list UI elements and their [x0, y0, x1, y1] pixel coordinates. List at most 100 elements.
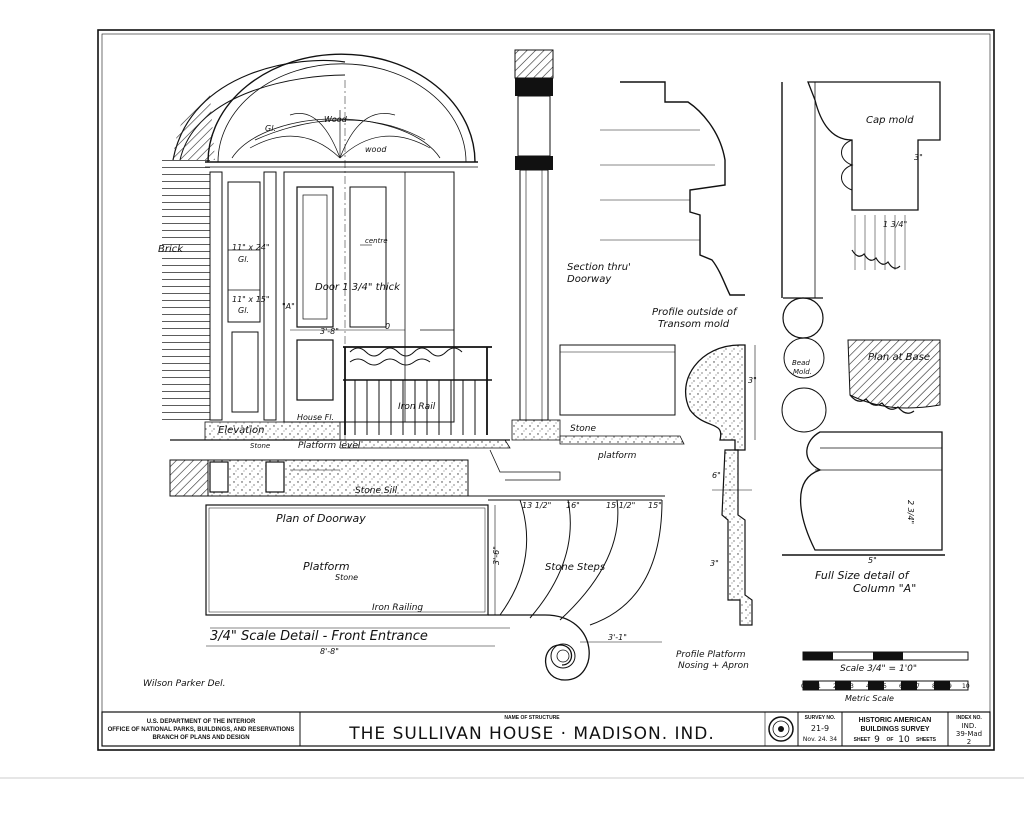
survey-date: Nov. 24. 34	[803, 736, 837, 743]
label-full-size-2: Column "A"	[853, 582, 916, 595]
metric-tick-7: 7	[916, 683, 920, 690]
label-platform-right: platform	[597, 451, 637, 461]
label-wood: wood	[365, 145, 387, 154]
graphic-scales	[802, 651, 969, 691]
volute	[488, 614, 590, 681]
dim-15: 15"	[648, 501, 662, 510]
label-platform: Platform	[303, 560, 350, 573]
label-door: Door 1 3/4" thick	[315, 282, 401, 293]
label-cap-mold: Cap mold	[866, 115, 914, 126]
label-stone-right: Stone	[570, 424, 596, 434]
index-line-3: 2	[967, 738, 971, 746]
dim-5in: 5"	[868, 556, 877, 565]
metric-tick-4: 4	[866, 683, 870, 690]
sheet-of: OF	[887, 737, 894, 743]
dim-3-6: 3'-6"	[492, 546, 501, 565]
door-frame	[283, 171, 455, 423]
label-stone-steps: Stone Steps	[545, 562, 605, 573]
sheet-prefix: SHEET	[854, 737, 871, 743]
label-bead-mold-2: Mold.	[793, 368, 812, 376]
section-drawing	[511, 49, 685, 445]
dim-3-8: 3'-8"	[320, 327, 339, 336]
dim-3in-cap: 3"	[914, 153, 923, 162]
label-iron-railing: Iron Railing	[372, 603, 423, 613]
elevation-drawing	[162, 53, 561, 481]
label-stone-sill: Stone Sill	[355, 486, 398, 496]
sheet-total: 10	[898, 735, 910, 745]
metric-tick-0: 0	[801, 683, 805, 690]
label-center: centre	[365, 237, 388, 245]
structure-name: THE SULLIVAN HOUSE · MADISON. IND.	[348, 724, 714, 744]
title-block: U.S. DEPARTMENT OF THE INTERIOR OFFICE O…	[101, 711, 991, 747]
transom-mold-profile	[600, 81, 745, 296]
index-line-1: IND.	[962, 722, 977, 730]
metric-tick-1: 1	[817, 683, 821, 690]
habs-line-2: BUILDINGS SURVEY	[860, 726, 929, 733]
label-full-size-1: Full Size detail of	[815, 569, 911, 582]
platform-outline	[205, 504, 489, 616]
label-profile-transom-2: Transom mold	[658, 319, 730, 330]
fanlight-outer	[207, 53, 476, 163]
habs-line-1: HISTORIC AMERICAN	[859, 717, 932, 724]
column-detail	[781, 81, 945, 556]
name-of-structure-label: NAME OF STRUCTURE	[504, 715, 560, 721]
metric-tick-2: 2	[833, 683, 837, 690]
label-pane2: 11" x 15"	[232, 295, 270, 304]
label-section-2: Doorway	[567, 274, 612, 285]
label-profile-platform-2: Nosing + Apron	[678, 661, 749, 671]
dimension-labels: 3'-8" 0 8'-8" 3'-6" 3'-1" 13 1/2" 16" 15…	[320, 153, 923, 656]
label-profile-platform-1: Profile Platform	[676, 650, 746, 660]
dim-2-75: 2 3/4"	[906, 500, 915, 524]
metric-scale-ticks: 0 1 2 3 4 5 6 7 8 9 10	[801, 683, 970, 690]
label-stone-small: Stone	[250, 442, 270, 450]
platform-nosing-profile	[684, 344, 756, 626]
dim-3-1: 3'-1"	[608, 633, 627, 642]
label-house-fl: House Fl.	[297, 413, 334, 422]
sheet-number: 9	[874, 735, 880, 745]
sheet-suffix: SHEETS	[916, 737, 937, 743]
dim-8-8: 8'-8"	[320, 647, 339, 656]
label-platform-stone: Stone	[335, 573, 358, 582]
dim-1-75: 1 3/4"	[883, 220, 907, 229]
label-plan-at-base: Plan at Base	[868, 352, 930, 363]
label-bead-mold-1: Bead	[792, 359, 810, 367]
survey-no: 21-9	[811, 724, 829, 733]
index-line-2: 39-Mad	[956, 730, 982, 738]
label-pane2-gl: Gl.	[238, 306, 249, 315]
survey-seal	[768, 716, 794, 742]
metric-tick-6: 6	[899, 683, 903, 690]
agency-line-2: OFFICE OF NATIONAL PARKS, BUILDINGS, AND…	[108, 727, 295, 733]
dim-13-5: 13 1/2"	[522, 501, 551, 510]
dim-3in: 3"	[748, 376, 757, 385]
dim-15-5: 15 1/2"	[606, 501, 635, 510]
label-iron-rail: Iron Rail	[398, 402, 436, 412]
label-metric-scale: Metric Scale	[845, 694, 894, 703]
brick-wall	[162, 160, 210, 420]
dim-16: 16"	[566, 501, 580, 510]
label-plan-of-doorway: Plan of Doorway	[276, 512, 366, 525]
label-brick: Brick	[158, 244, 184, 255]
metric-tick-5: 5	[883, 683, 887, 690]
metric-tick-10: 10	[962, 683, 970, 690]
metric-tick-3: 3	[850, 683, 854, 690]
metric-tick-8: 8	[932, 683, 936, 690]
outer-border	[97, 29, 995, 751]
dim-3in-b: 3"	[710, 559, 719, 568]
survey-no-label: SURVEY NO.	[805, 715, 836, 721]
drawing-labels: Brick Wood wood Gl. 11" x 24" Gl. 11" x …	[143, 115, 930, 703]
index-no-label: INDEX NO.	[956, 715, 982, 721]
plan-drawing	[169, 459, 665, 681]
stone-steps	[488, 499, 663, 626]
dim-6in: 6"	[712, 471, 721, 480]
label-elevation: Elevation	[218, 425, 264, 436]
label-profile-transom-1: Profile outside of	[652, 307, 738, 318]
dim-0: 0	[385, 322, 390, 331]
label-section-1: Section thru'	[567, 262, 631, 273]
metric-tick-9: 9	[948, 683, 952, 690]
label-wood-top: Wood	[324, 115, 348, 124]
label-pane1-gl: Gl.	[238, 255, 249, 264]
label-pane1: 11" x 24"	[232, 243, 270, 252]
label-scale-title: 3/4" Scale Detail - Front Entrance	[210, 629, 428, 644]
label-scale: Scale 3/4" = 1'0"	[840, 664, 917, 674]
